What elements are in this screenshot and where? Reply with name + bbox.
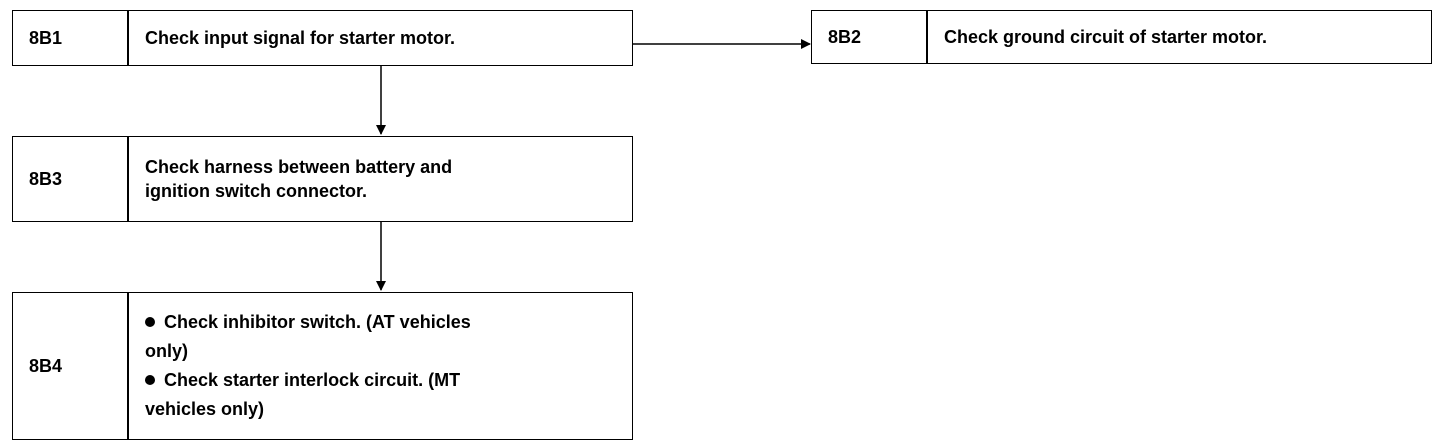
- step-text-line: Check harness between battery and: [145, 157, 453, 177]
- step-text-line: Check input signal for starter motor.: [145, 28, 456, 48]
- step-description: Check harness between battery and igniti…: [129, 137, 632, 221]
- bullet-text-line: vehicles only): [145, 399, 265, 419]
- step-description: Check input signal for starter motor.: [129, 11, 632, 65]
- bullet-icon: [145, 317, 155, 327]
- step-8b3-box: 8B3 Check harness between battery and ig…: [12, 136, 633, 222]
- step-8b2-box: 8B2 Check ground circuit of starter moto…: [811, 10, 1432, 64]
- bullet-item: Check inhibitor switch. (AT vehicles onl…: [145, 308, 471, 366]
- bullet-text-line: only): [145, 341, 188, 361]
- bullet-text-line: Check starter interlock circuit. (MT: [164, 370, 461, 390]
- step-description: Check ground circuit of starter motor.: [928, 11, 1431, 63]
- bullet-item: Check starter interlock circuit. (MT veh…: [145, 366, 471, 424]
- bullet-icon: [145, 375, 155, 385]
- step-code: 8B3: [13, 137, 129, 221]
- step-8b4-box: 8B4 Check inhibitor switch. (AT vehicles…: [12, 292, 633, 440]
- step-text-line: Check ground circuit of starter motor.: [944, 27, 1268, 47]
- step-code: 8B1: [13, 11, 129, 65]
- step-code: 8B2: [812, 11, 928, 63]
- step-text-line: ignition switch connector.: [145, 181, 368, 201]
- bullet-list: Check inhibitor switch. (AT vehicles onl…: [145, 308, 471, 424]
- bullet-text-line: Check inhibitor switch. (AT vehicles: [164, 312, 471, 332]
- step-description: Check inhibitor switch. (AT vehicles onl…: [129, 293, 632, 439]
- step-8b1-box: 8B1 Check input signal for starter motor…: [12, 10, 633, 66]
- step-code: 8B4: [13, 293, 129, 439]
